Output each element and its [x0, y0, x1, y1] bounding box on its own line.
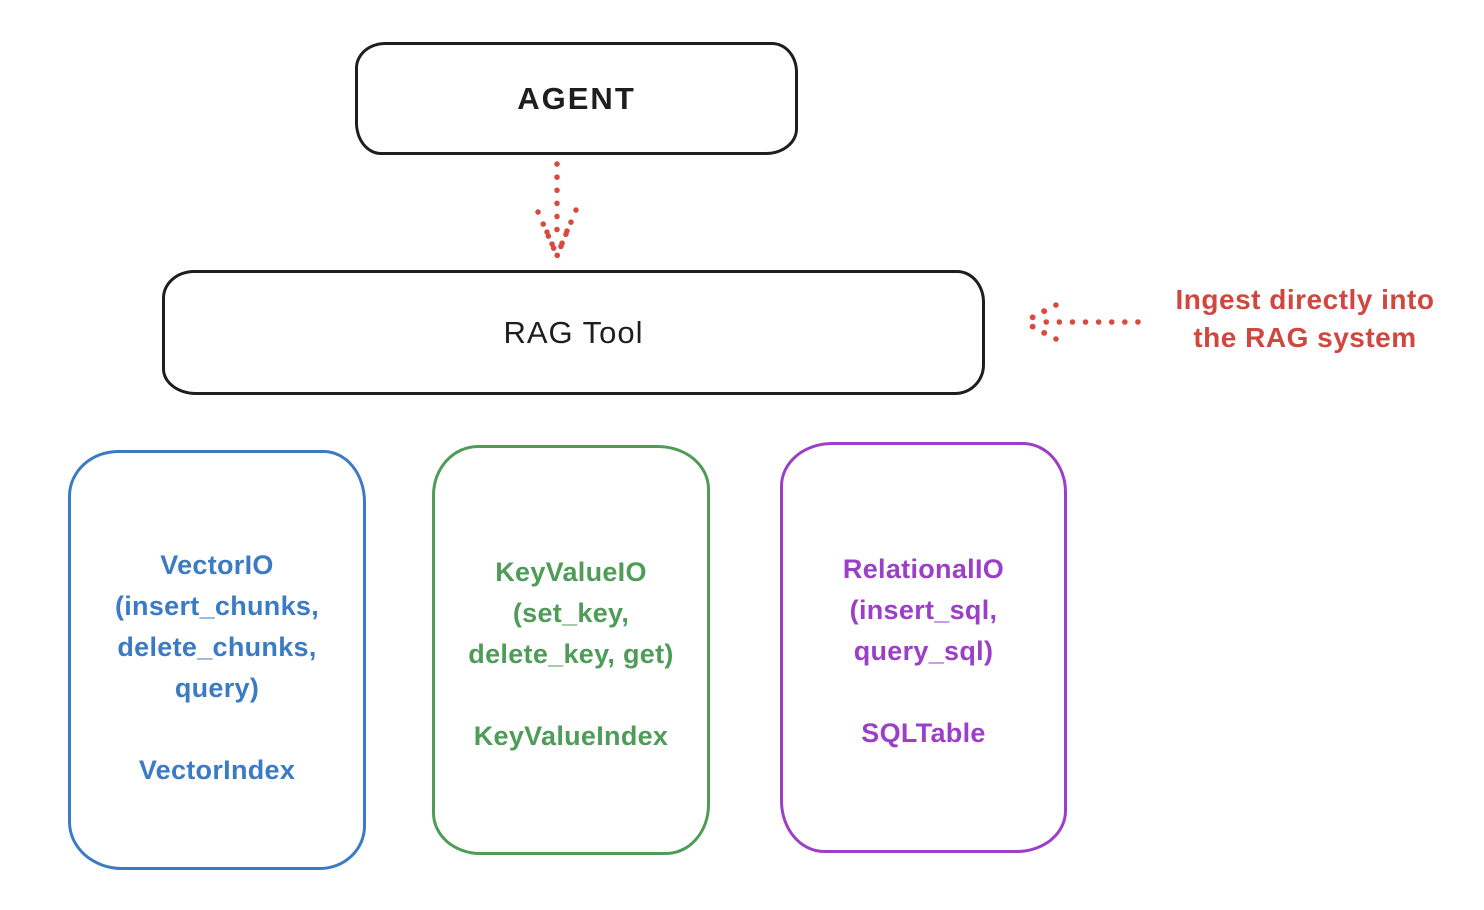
dotted-arrow-left-icon [1021, 302, 1141, 342]
keyvalue-io-index: KeyValueIndex [473, 721, 669, 751]
agent-label: AGENT [517, 80, 636, 116]
vector-io-methods: VectorIO (insert_chunks, delete_chunks, … [114, 550, 320, 703]
rag-tool-label: RAG Tool [503, 314, 644, 350]
rag-tool-node: RAG Tool [162, 270, 985, 395]
relational-io-node: RelationalIO (insert_sql, query_sql) SQL… [780, 442, 1067, 853]
dotted-arrow-down-icon [535, 161, 579, 259]
relational-io-index: SQLTable [861, 718, 986, 748]
keyvalue-io-methods: KeyValueIO (set_key, delete_key, get) [468, 557, 674, 669]
agent-node: AGENT [355, 42, 798, 155]
annotation-text: Ingest directly into the RAG system [1175, 284, 1435, 353]
vector-io-node: VectorIO (insert_chunks, delete_chunks, … [68, 450, 366, 870]
keyvalue-io-node: KeyValueIO (set_key, delete_key, get) Ke… [432, 445, 710, 855]
relational-io-methods: RelationalIO (insert_sql, query_sql) [842, 554, 1005, 666]
vector-io-index: VectorIndex [138, 755, 296, 785]
